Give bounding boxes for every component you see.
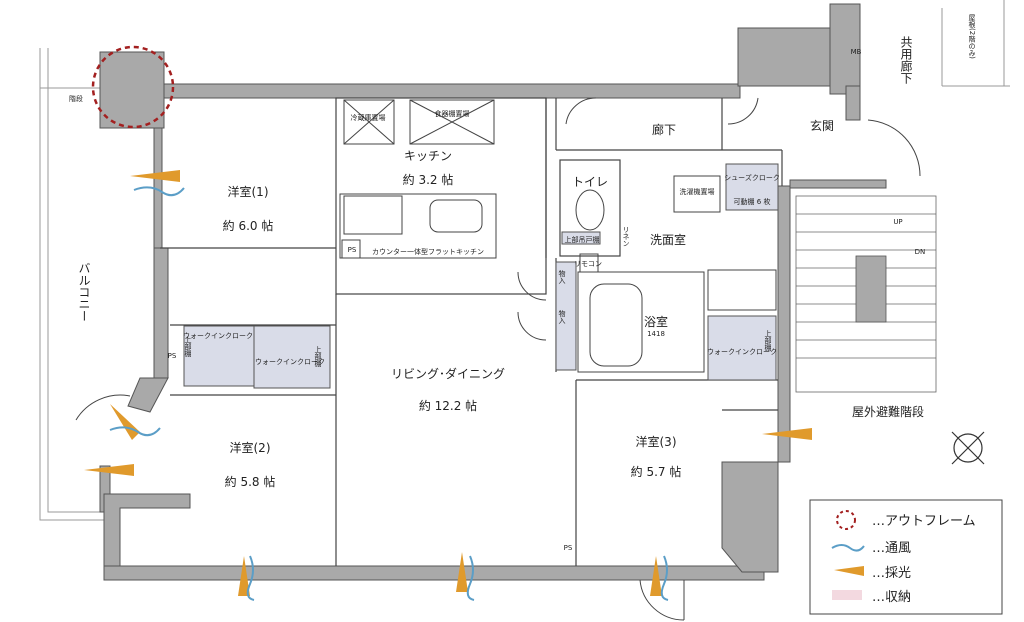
stair-dn-label: DN — [915, 248, 926, 256]
legend-outframe: …アウトフレーム — [872, 514, 976, 529]
legend: …アウトフレーム …通風 …採光 …収納 — [809, 499, 1003, 615]
storage-label-2: 物入 — [558, 309, 566, 324]
outframe-marker — [91, 45, 175, 129]
shoe-closet-label: シューズクローク — [724, 173, 780, 182]
fridge-label: 冷蔵庫置場 — [351, 113, 386, 122]
upper-shelf-3: 上部棚 — [764, 329, 772, 352]
room-living-name: リビング･ダイニング — [391, 366, 505, 381]
room-entrance: 玄関 — [810, 118, 834, 133]
walkin1-label: ウォークインクローク — [183, 332, 253, 340]
room-western1-area: 約 6.0 帖 — [223, 218, 274, 233]
ps-label-3: PS — [564, 544, 573, 552]
storage-label-1: 物入 — [558, 269, 566, 284]
room-western1-name: 洋室(1) — [228, 184, 269, 199]
legend-ventilation: …通風 — [872, 541, 911, 556]
room-bath-name: 浴室 — [644, 314, 668, 329]
storage-areas — [183, 163, 779, 389]
room-common-corridor: 共用廊下 — [899, 36, 913, 84]
laundry-label: 洗濯機置場 — [680, 187, 715, 196]
room-western3-area: 約 5.7 帖 — [631, 464, 682, 479]
fixture-labels: 冷蔵庫置場 食器棚置場 カウンター一体型フラットキッチン 洗濯機置場 シューズク… — [69, 48, 925, 552]
legend-wind-icon — [831, 544, 865, 552]
mb-label: MB — [851, 48, 862, 56]
room-kitchen-name: キッチン — [404, 149, 452, 163]
room-balcony: バルコニー — [77, 262, 91, 322]
ps-label-1: PS — [168, 352, 177, 360]
walkin2-label: ウォークインクローク — [255, 358, 325, 366]
counter-label: カウンター一体型フラットキッチン — [372, 247, 484, 256]
legend-storage-icon — [832, 590, 862, 600]
room-living-area: 約 12.2 帖 — [419, 398, 477, 413]
room-kitchen-area: 約 3.2 帖 — [403, 172, 454, 187]
stair-up-label: UP — [893, 218, 902, 226]
legend-lighting: …採光 — [872, 566, 911, 581]
walkin3-label: ウォークインクローク — [707, 348, 777, 356]
remote-label: リモコン — [574, 260, 602, 268]
room-bath-size: 1418 — [647, 330, 665, 338]
roof-edge — [941, 0, 1010, 87]
ps-label-2: PS — [348, 246, 357, 254]
compass-icon — [951, 431, 985, 465]
upper-shelf-wc-label: 上部吊戸棚 — [565, 235, 600, 244]
balcony — [39, 48, 112, 521]
legend-storage: …収納 — [872, 590, 911, 605]
roof-note: 屋根(2階のみ) — [968, 14, 976, 59]
room-western3-name: 洋室(3) — [636, 434, 677, 449]
ventilation-markers — [109, 186, 669, 601]
upper-shelf-2: 上部棚 — [314, 345, 322, 368]
room-labels: 洋室(1) 約 6.0 帖 洋室(2) 約 5.8 帖 洋室(3) 約 5.7 … — [223, 118, 924, 489]
lighting-markers — [84, 170, 812, 596]
room-evacuation-stairs: 屋外避難階段 — [852, 404, 924, 419]
legend-light-icon — [834, 566, 864, 576]
room-western2-name: 洋室(2) — [230, 440, 271, 455]
kitchen-fixtures — [339, 99, 497, 259]
bath-fixtures — [575, 175, 777, 373]
room-hallway: 廊下 — [652, 122, 676, 137]
staircase — [795, 195, 937, 393]
stair-label: 階段 — [69, 94, 83, 103]
room-washroom: 洗面室 — [650, 232, 686, 247]
room-toilet: トイレ — [572, 175, 608, 189]
room-western2-area: 約 5.8 帖 — [225, 474, 276, 489]
legend-outframe-icon — [836, 510, 856, 530]
food-storage-label: 食器棚置場 — [435, 109, 470, 118]
linen-label: リネン — [622, 226, 630, 247]
exterior-walls — [99, 3, 887, 581]
shoe-shelf-label: 可動棚 6 枚 — [734, 197, 771, 206]
upper-shelf-1: 上部棚 — [184, 335, 192, 358]
interior-walls — [160, 97, 783, 566]
doors — [75, 97, 921, 621]
